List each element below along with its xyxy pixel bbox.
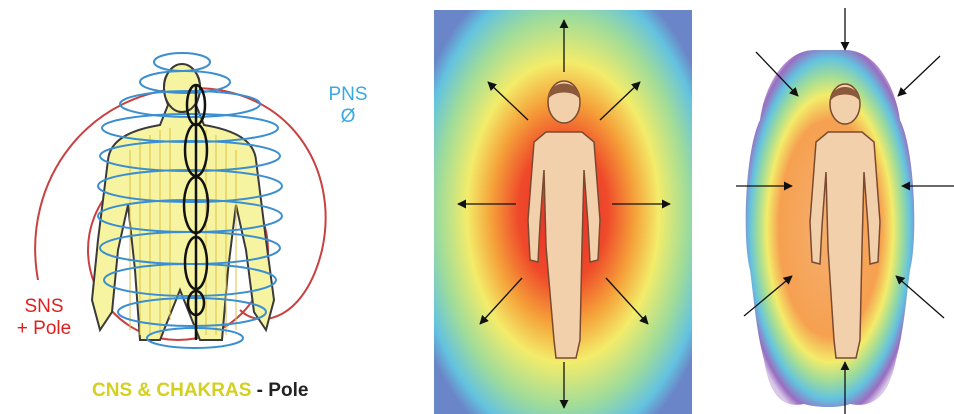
pns-label-line1: PNS (318, 84, 378, 106)
outward-aura-figure (434, 10, 692, 414)
sns-label-line1: SNS (6, 296, 82, 318)
sns-label: SNS + Pole (6, 296, 82, 340)
cns-label: CNS & CHAKRAS - Pole (92, 380, 308, 402)
nervous-system-figure (0, 0, 420, 414)
cns-chakras-text: CNS & CHAKRAS (92, 380, 251, 401)
pole-text: - Pole (251, 380, 308, 401)
inward-aura-panel (700, 0, 954, 414)
outward-aura-panel (434, 10, 692, 414)
pns-label: PNS Ø (318, 84, 378, 128)
nervous-system-diagram: PNS Ø SNS + Pole CNS & CHAKRAS - Pole (0, 0, 420, 414)
sns-label-line2: + Pole (6, 318, 82, 340)
inward-aura-figure (700, 0, 954, 414)
pns-label-line2: Ø (318, 106, 378, 128)
